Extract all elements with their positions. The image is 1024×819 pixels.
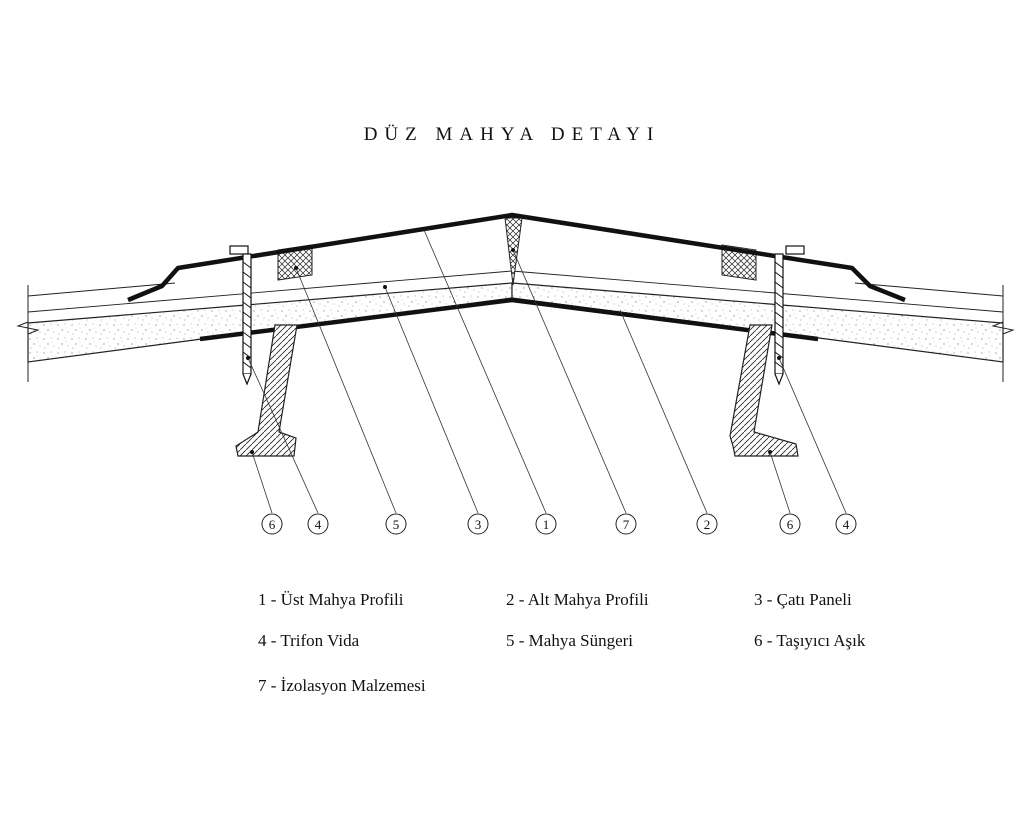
panel-top-line-left [27, 282, 176, 297]
callout-label: 6 [269, 517, 276, 532]
purlin-left [235, 324, 298, 457]
callout-label: 3 [475, 517, 482, 532]
leader-lines [247, 229, 847, 514]
roof-panel-left [27, 270, 513, 363]
break-line-right [991, 285, 1015, 382]
callout-circles [261, 513, 857, 535]
leader-dots [246, 248, 781, 454]
legend-item-4: 4 - Trifon Vida [258, 631, 360, 650]
purlin-right [729, 324, 799, 457]
legend-item-6: 6 - Taşıyıcı Aşık [754, 631, 866, 650]
callout-label: 4 [315, 517, 322, 532]
screw-left [229, 245, 252, 386]
callout-label: 4 [843, 517, 850, 532]
callout-label: 7 [623, 517, 630, 532]
screw-right [774, 245, 805, 386]
panel-top-line-right [854, 282, 1004, 297]
legend-item-5: 5 - Mahya Süngeri [506, 631, 634, 650]
callout-label: 5 [393, 517, 400, 532]
legend-item-1: 1 - Üst Mahya Profili [258, 590, 404, 609]
callout-label: 2 [704, 517, 711, 532]
break-line-left [16, 285, 40, 382]
callout-labels: 6 4 5 3 1 7 2 6 4 [269, 517, 850, 532]
legend-item-7: 7 - İzolasyon Malzemesi [258, 676, 426, 695]
legend-item-3: 3 - Çatı Paneli [754, 590, 852, 609]
callout-label: 6 [787, 517, 794, 532]
callout-label: 1 [543, 517, 550, 532]
drawing-title: DÜZ MAHYA DETAYI [363, 124, 661, 145]
legend-item-2: 2 - Alt Mahya Profili [506, 590, 649, 609]
upper-ridge-profile [127, 212, 906, 303]
lower-ridge-profile [199, 297, 819, 342]
